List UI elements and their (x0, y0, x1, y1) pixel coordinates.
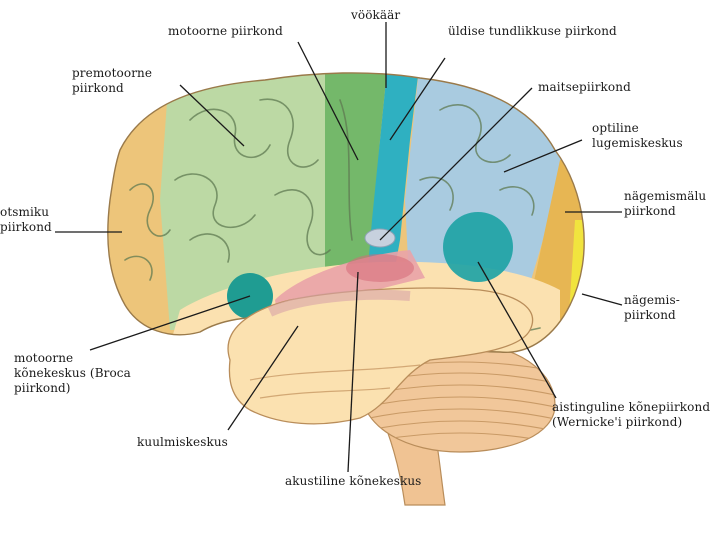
label-visual-memory-area: nägemismälu piirkond (624, 189, 706, 219)
label-taste-area: maitsepiirkond (538, 80, 631, 95)
auditory-core (346, 254, 414, 282)
label-hearing-center: kuulmiskeskus (137, 435, 228, 450)
label-visual-area: nägemis- piirkond (624, 293, 680, 323)
label-central-sulcus: vöökäär (351, 8, 400, 23)
label-general-sensory-area: üldise tundlikkuse piirkond (448, 24, 617, 39)
label-acoustic-speech-center: akustiline kõnekeskus (285, 474, 421, 489)
label-motor-area: motoorne piirkond (168, 24, 283, 39)
wernicke-area (443, 212, 513, 282)
label-frontal-area: otsmiku piirkond (0, 205, 52, 235)
label-broca-area: motoorne kõnekeskus (Broca piirkond) (14, 351, 131, 396)
taste-area (365, 229, 395, 247)
label-premotor-area: premotoorne piirkond (72, 66, 152, 96)
label-wernicke-area: aistinguline kõnepiirkond (Wernicke'i pi… (552, 400, 710, 430)
label-optical-reading-center: optiline lugemiskeskus (592, 121, 683, 151)
